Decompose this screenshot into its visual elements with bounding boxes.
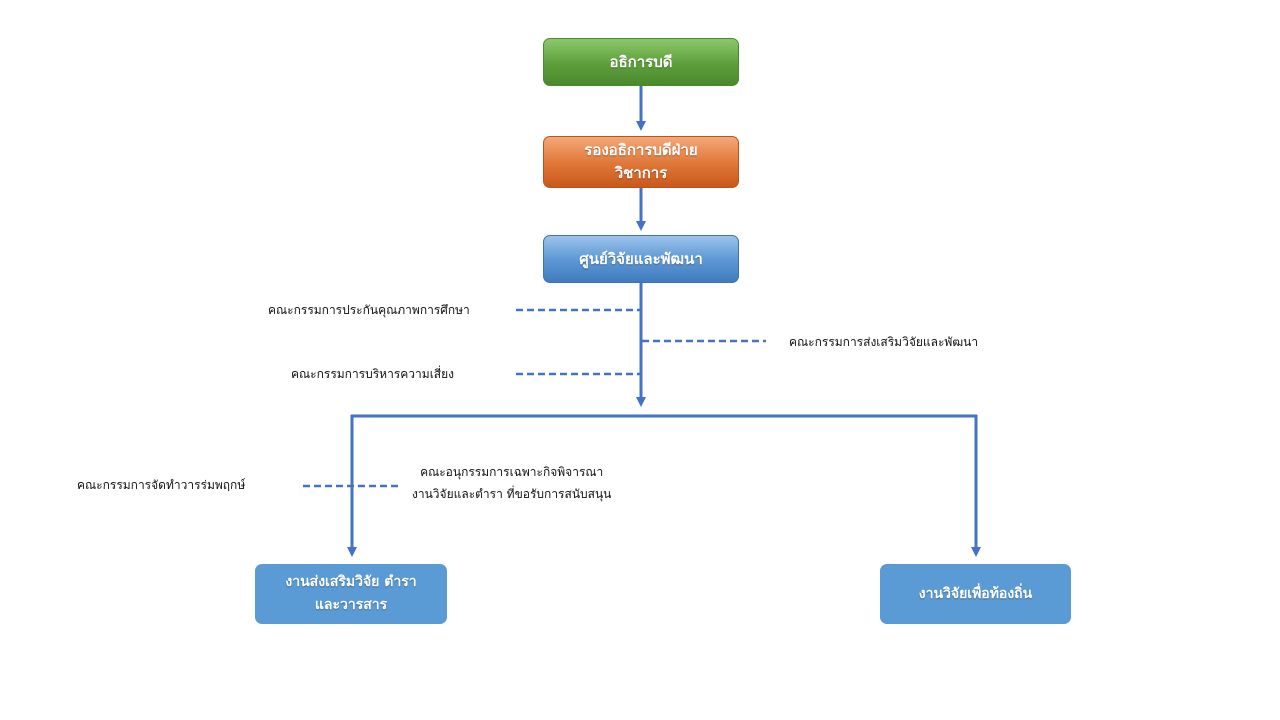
deputy-director-label-line2: วิชาการ [614,164,668,182]
committee-journal: คณะกรรมการจัดทำวารร่มพฤกษ์ [77,478,246,492]
subcommittee-label-line2: งานวิจัยและตำรา ที่ขอรับการสนับสนุน [412,487,612,501]
deputy-director-label-line1: รองอธิการบดีฝ่าย [584,141,698,159]
committee-research-promotion: คณะกรรมการส่งเสริมวิจัยและพัฒนา [789,335,979,349]
director-box: อธิการบดี [543,38,739,86]
local-research-unit-label: งานวิจัยเพื่อท้องถิ่น [918,585,1033,602]
research-center-label: ศูนย์วิจัยและพัฒนา [579,249,703,268]
research-promotion-unit-box: งานส่งเสริมวิจัย ตำรา และวารสาร [255,564,447,624]
research-promotion-unit-label-line1: งานส่งเสริมวิจัย ตำรา [285,574,417,590]
committee-risk-management: คณะกรรมการบริหารความเสี่ยง [291,367,455,381]
subcommittee-label-line1: คณะอนุกรรมการเฉพาะกิจพิจารณา [420,465,604,479]
local-research-unit-box: งานวิจัยเพื่อท้องถิ่น [880,564,1071,624]
subcommittee-research-review: คณะอนุกรรมการเฉพาะกิจพิจารณา งานวิจัยและ… [412,461,611,505]
research-center-box: ศูนย์วิจัยและพัฒนา [543,235,739,283]
deputy-director-box: รองอธิการบดีฝ่าย วิชาการ [543,136,739,188]
director-label: อธิการบดี [609,52,673,71]
committee-quality-assurance: คณะกรรมการประกันคุณภาพการศึกษา [268,303,470,317]
research-promotion-unit-label-line2: และวารสาร [314,597,388,613]
